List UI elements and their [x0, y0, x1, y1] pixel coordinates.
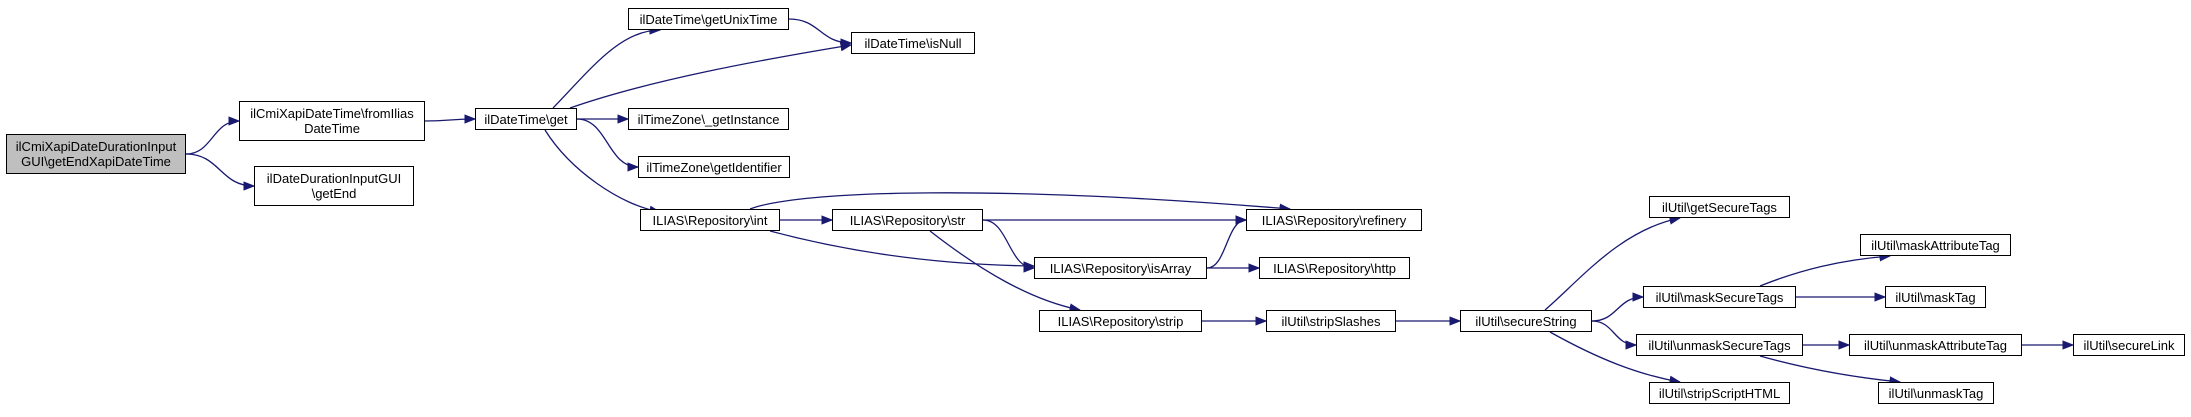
edge-n3-n4	[552, 25, 662, 109]
graph-node-n21[interactable]: ilUtil\maskTag	[1885, 286, 1986, 308]
edge-n11-n10	[1206, 215, 1248, 269]
graph-node-n10[interactable]: ILIAS\Repository\refinery	[1246, 209, 1422, 231]
edge-n3-n8	[544, 129, 662, 215]
graph-node-n19[interactable]: ilUtil\stripScriptHTML	[1649, 382, 1790, 404]
graph-node-n24[interactable]: ilUtil\secureLink	[2073, 334, 2185, 356]
graph-node-n11[interactable]: ILIAS\Repository\isArray	[1034, 257, 1207, 279]
graph-node-n13[interactable]: ILIAS\Repository\strip	[1039, 310, 1202, 332]
graph-node-n12[interactable]: ILIAS\Repository\http	[1259, 257, 1410, 279]
graph-node-n14[interactable]: ilUtil\stripSlashes	[1266, 310, 1396, 332]
graph-node-n15[interactable]: ilUtil\secureString	[1460, 310, 1592, 332]
edge-n0-n2	[185, 153, 256, 191]
edge-n15-n18	[1591, 320, 1638, 350]
edge-n4-n5	[788, 18, 853, 48]
graph-node-n8[interactable]: ILIAS\Repository\int	[640, 209, 780, 231]
edge-n15-n19	[1549, 331, 1682, 385]
graph-node-n6[interactable]: ilTimeZone\_getInstance	[628, 108, 789, 130]
graph-node-n23[interactable]: ilUtil\unmaskTag	[1878, 382, 1994, 404]
graph-node-n7[interactable]: ilTimeZone\getIdentifier	[638, 156, 790, 178]
edge-n1-n3	[424, 114, 477, 124]
graph-node-n4[interactable]: ilDateTime\getUnixTime	[628, 8, 789, 30]
graph-node-n18[interactable]: ilUtil\unmaskSecureTags	[1636, 334, 1803, 356]
graph-node-n9[interactable]: ILIAS\Repository\str	[832, 209, 983, 231]
graph-node-n1[interactable]: ilCmiXapiDateTime\fromIlias DateTime	[239, 101, 425, 141]
edge-n15-n16	[1544, 215, 1682, 311]
edge-n18-n23	[1759, 355, 1902, 386]
edge-n3-n5	[569, 42, 853, 109]
edge-n9-n11	[982, 219, 1036, 273]
edge-n3-n7	[576, 118, 640, 172]
graph-node-n16[interactable]: ilUtil\getSecureTags	[1649, 196, 1790, 218]
edge-n0-n1	[185, 116, 241, 155]
edge-n17-n20	[1759, 252, 1892, 287]
graph-node-n5[interactable]: ilDateTime\isNull	[851, 32, 975, 54]
edge-n8-n11	[769, 230, 1036, 271]
edge-n8-n10	[749, 192, 1292, 213]
edge-n15-n17	[1591, 292, 1645, 322]
graph-node-n0: ilCmiXapiDateDurationInput GUI\getEndXap…	[6, 134, 186, 174]
edge-n9-n13	[929, 230, 1082, 313]
graph-node-n20[interactable]: ilUtil\maskAttributeTag	[1860, 234, 2011, 256]
graph-node-n3[interactable]: ilDateTime\get	[475, 108, 577, 130]
graph-node-n2[interactable]: ilDateDurationInputGUI \getEnd	[254, 166, 414, 206]
graph-node-n22[interactable]: ilUtil\unmaskAttributeTag	[1849, 334, 2022, 356]
graph-node-n17[interactable]: ilUtil\maskSecureTags	[1643, 286, 1796, 308]
